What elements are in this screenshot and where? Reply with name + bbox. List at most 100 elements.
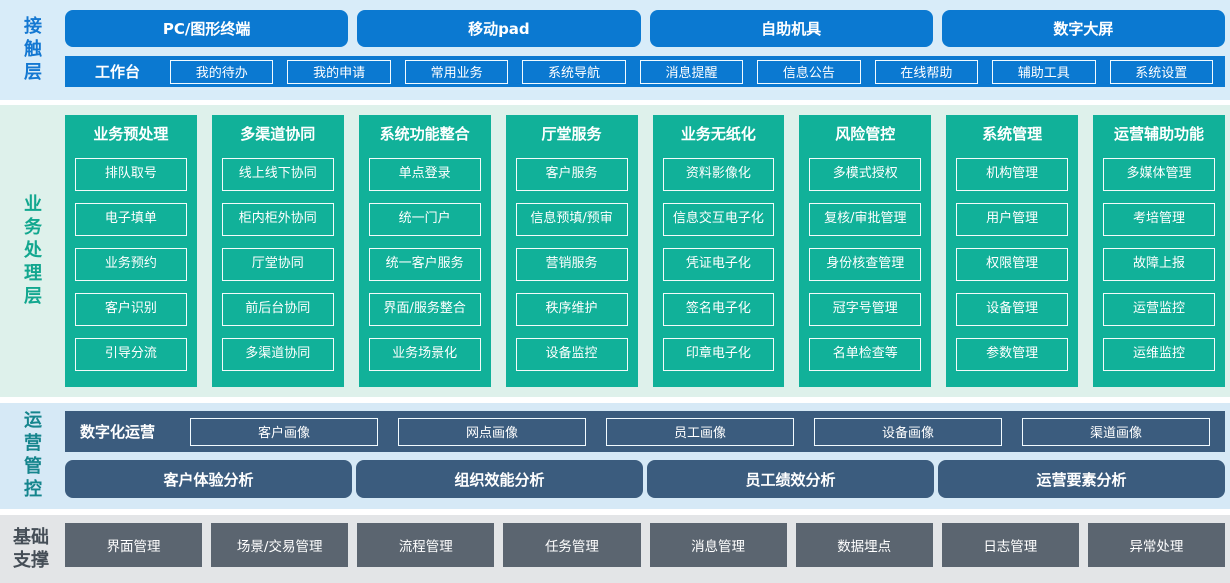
device-digital-screen: 数字大屏 bbox=[941, 10, 1225, 47]
foundation-log-management: 日志管理 bbox=[941, 523, 1079, 567]
analysis-organization-efficiency: 组织效能分析 bbox=[356, 460, 643, 498]
business-column-operation-auxiliary: 运营辅助功能 多媒体管理 考培管理 故障上报 运营监控 运维监控 bbox=[1093, 115, 1225, 387]
column-item: 名单检查等 bbox=[809, 338, 922, 371]
workbench-item-online-help: 在线帮助 bbox=[874, 59, 979, 84]
foundation-layer-label: 基础 支撑 bbox=[13, 526, 49, 571]
workbench-label: 工作台 bbox=[95, 63, 141, 81]
business-column-paperless: 业务无纸化 资料影像化 信息交互电子化 凭证电子化 签名电子化 印章电子化 bbox=[652, 115, 785, 387]
column-item: 运营监控 bbox=[1103, 293, 1215, 326]
workbench-item-my-application: 我的申请 bbox=[287, 59, 391, 84]
foundation-data-tracking: 数据埋点 bbox=[795, 523, 933, 567]
device-row: PC/图形终端 移动pad 自助机具 数字大屏 bbox=[65, 10, 1225, 47]
column-item: 身份核查管理 bbox=[809, 248, 922, 281]
operations-layer-label: 运营管控 bbox=[21, 410, 42, 502]
column-title: 业务无纸化 bbox=[680, 125, 756, 143]
column-item: 引导分流 bbox=[75, 338, 187, 371]
foundation-task-management: 任务管理 bbox=[503, 523, 641, 567]
column-item: 信息交互电子化 bbox=[662, 203, 775, 236]
business-column-system-integration: 系统功能整合 单点登录 统一门户 统一客户服务 界面/服务整合 业务场景化 bbox=[358, 115, 491, 387]
foundation-message-management: 消息管理 bbox=[649, 523, 787, 567]
column-item: 前后台协同 bbox=[221, 293, 334, 326]
workbench-item-message-reminder: 消息提醒 bbox=[639, 59, 744, 84]
portrait-customer: 客户画像 bbox=[190, 417, 379, 446]
column-item: 设备监控 bbox=[515, 338, 628, 371]
column-item: 考培管理 bbox=[1103, 203, 1215, 236]
analysis-employee-performance: 员工绩效分析 bbox=[647, 460, 934, 498]
workbench-item-auxiliary-tools: 辅助工具 bbox=[992, 59, 1096, 84]
column-item: 冠字号管理 bbox=[809, 293, 922, 326]
column-title: 多渠道协同 bbox=[240, 125, 316, 143]
device-mobile-pad: 移动pad bbox=[357, 10, 641, 47]
column-item: 凭证电子化 bbox=[662, 248, 775, 281]
foundation-items: 界面管理 场景/交易管理 流程管理 任务管理 消息管理 数据埋点 日志管理 异常… bbox=[65, 523, 1225, 567]
device-self-service: 自助机具 bbox=[649, 10, 933, 47]
column-item: 界面/服务整合 bbox=[368, 293, 481, 326]
contact-layer-label: 接触层 bbox=[21, 15, 42, 85]
column-item: 运维监控 bbox=[1103, 338, 1215, 371]
column-item: 信息预填/预审 bbox=[515, 203, 628, 236]
column-item: 单点登录 bbox=[368, 158, 481, 191]
business-columns: 业务预处理 排队取号 电子填单 业务预约 客户识别 引导分流 多渠道协同 线上线… bbox=[65, 115, 1225, 387]
business-layer-label: 业务处理层 bbox=[21, 193, 42, 309]
column-item: 用户管理 bbox=[956, 203, 1069, 236]
business-column-hall-service: 厅堂服务 客户服务 信息预填/预审 营销服务 秩序维护 设备监控 bbox=[505, 115, 638, 387]
workbench-item-common-business: 常用业务 bbox=[404, 59, 509, 84]
foundation-process-management: 流程管理 bbox=[357, 523, 495, 567]
contact-layer-band: 接触层 PC/图形终端 移动pad 自助机具 数字大屏 工作台 我的待办 我的申… bbox=[0, 0, 1230, 100]
column-item: 厅堂协同 bbox=[221, 248, 334, 281]
foundation-interface-management: 界面管理 bbox=[65, 523, 203, 567]
operations-layer-band: 运营管控 数字化运营 客户画像 网点画像 员工画像 设备画像 渠道画像 客户体验… bbox=[0, 403, 1230, 509]
workbench-item-info-announcement: 信息公告 bbox=[757, 59, 861, 84]
column-item: 故障上报 bbox=[1103, 248, 1215, 281]
workbench-item-system-navigation: 系统导航 bbox=[522, 59, 626, 84]
portrait-employee: 员工画像 bbox=[606, 417, 795, 446]
digital-operations-bar: 数字化运营 客户画像 网点画像 员工画像 设备画像 渠道画像 bbox=[65, 411, 1225, 452]
column-item: 参数管理 bbox=[956, 338, 1069, 371]
column-item: 签名电子化 bbox=[662, 293, 775, 326]
column-item: 统一门户 bbox=[368, 203, 481, 236]
column-title: 风险管控 bbox=[835, 125, 896, 143]
foundation-scene-transaction-management: 场景/交易管理 bbox=[211, 523, 349, 567]
workbench-items: 我的待办 我的申请 常用业务 系统导航 消息提醒 信息公告 在线帮助 辅助工具 … bbox=[170, 59, 1213, 84]
column-item: 业务预约 bbox=[75, 248, 187, 281]
workbench-item-my-todo: 我的待办 bbox=[170, 59, 274, 84]
column-item: 业务场景化 bbox=[368, 338, 481, 371]
column-item: 排队取号 bbox=[75, 158, 187, 191]
column-item: 权限管理 bbox=[956, 248, 1069, 281]
analysis-customer-experience: 客户体验分析 bbox=[65, 460, 352, 498]
portrait-device: 设备画像 bbox=[814, 417, 1003, 446]
column-item: 复核/审批管理 bbox=[809, 203, 922, 236]
column-title: 厅堂服务 bbox=[541, 125, 602, 143]
column-item: 统一客户服务 bbox=[368, 248, 481, 281]
workbench-item-system-settings: 系统设置 bbox=[1109, 59, 1213, 84]
foundation-layer-band: 基础 支撑 界面管理 场景/交易管理 流程管理 任务管理 消息管理 数据埋点 日… bbox=[0, 515, 1230, 583]
column-item: 电子填单 bbox=[75, 203, 187, 236]
column-item: 客户识别 bbox=[75, 293, 187, 326]
column-item: 柜内柜外协同 bbox=[221, 203, 334, 236]
analysis-operation-elements: 运营要素分析 bbox=[938, 460, 1225, 498]
column-item: 多渠道协同 bbox=[221, 338, 334, 371]
column-item: 资料影像化 bbox=[662, 158, 775, 191]
business-layer-band: 业务处理层 业务预处理 排队取号 电子填单 业务预约 客户识别 引导分流 多渠道… bbox=[0, 105, 1230, 397]
column-title: 业务预处理 bbox=[93, 125, 169, 143]
business-column-multichannel: 多渠道协同 线上线下协同 柜内柜外协同 厅堂协同 前后台协同 多渠道协同 bbox=[211, 115, 344, 387]
column-item: 多模式授权 bbox=[809, 158, 922, 191]
column-item: 多媒体管理 bbox=[1103, 158, 1215, 191]
portrait-branch: 网点画像 bbox=[398, 417, 587, 446]
device-pc-terminal: PC/图形终端 bbox=[65, 10, 349, 47]
business-column-system-management: 系统管理 机构管理 用户管理 权限管理 设备管理 参数管理 bbox=[946, 115, 1079, 387]
workbench-bar: 工作台 我的待办 我的申请 常用业务 系统导航 消息提醒 信息公告 在线帮助 辅… bbox=[65, 56, 1225, 87]
portrait-channel: 渠道画像 bbox=[1022, 417, 1211, 446]
analysis-row: 客户体验分析 组织效能分析 员工绩效分析 运营要素分析 bbox=[65, 460, 1225, 498]
foundation-exception-handling: 异常处理 bbox=[1087, 523, 1225, 567]
column-item: 秩序维护 bbox=[515, 293, 628, 326]
business-column-preprocessing: 业务预处理 排队取号 电子填单 业务预约 客户识别 引导分流 bbox=[65, 115, 197, 387]
column-item: 机构管理 bbox=[956, 158, 1069, 191]
column-title: 系统管理 bbox=[982, 125, 1043, 143]
column-item: 设备管理 bbox=[956, 293, 1069, 326]
column-item: 客户服务 bbox=[515, 158, 628, 191]
column-title: 运营辅助功能 bbox=[1114, 125, 1205, 143]
column-title: 系统功能整合 bbox=[379, 125, 470, 143]
digital-operations-label: 数字化运营 bbox=[80, 423, 156, 441]
column-item: 线上线下协同 bbox=[221, 158, 334, 191]
